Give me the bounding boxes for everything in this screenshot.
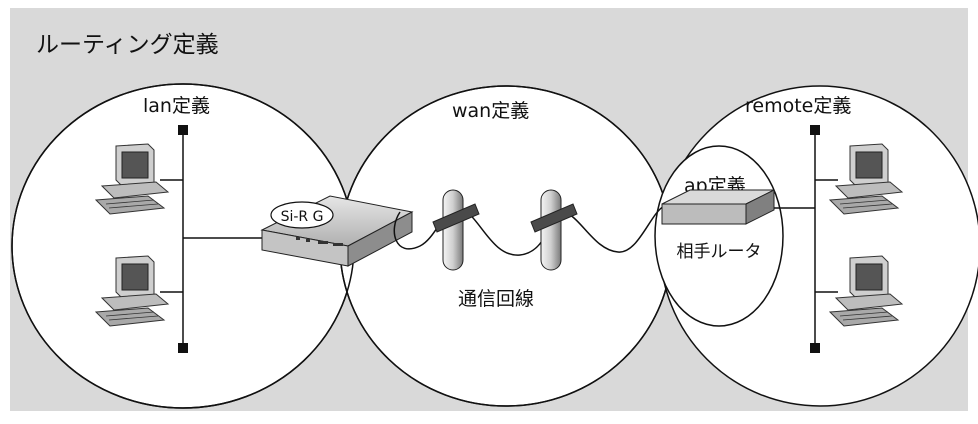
computer-icon [94, 143, 170, 215]
peer-router-icon [661, 189, 775, 225]
lan-zone-label: lan定義 [143, 95, 210, 117]
wan-zone-label: wan定義 [452, 100, 529, 122]
diagram-title: ルーティング定義 [36, 32, 219, 58]
router-label: Si-R G [281, 209, 324, 225]
computer-icon [828, 143, 904, 215]
line-coil-icon [432, 189, 480, 271]
network-terminator-icon [178, 125, 188, 135]
line-label: 通信回線 [458, 288, 534, 310]
router-label-bubble [270, 201, 334, 229]
remote-bus [774, 125, 838, 353]
network-terminator-icon [810, 125, 820, 135]
remote-zone-label: remote定義 [745, 95, 851, 117]
lan-bus [160, 125, 262, 353]
network-terminator-icon [810, 343, 820, 353]
line-coil-icon [530, 189, 578, 271]
computer-icon [94, 255, 170, 327]
ap-zone-circle [654, 145, 784, 327]
peer-router-label: 相手ルータ [677, 242, 762, 262]
communication-line [393, 205, 665, 256]
network-terminator-icon [178, 343, 188, 353]
computer-icon [828, 255, 904, 327]
wan-zone-circle [339, 85, 673, 407]
